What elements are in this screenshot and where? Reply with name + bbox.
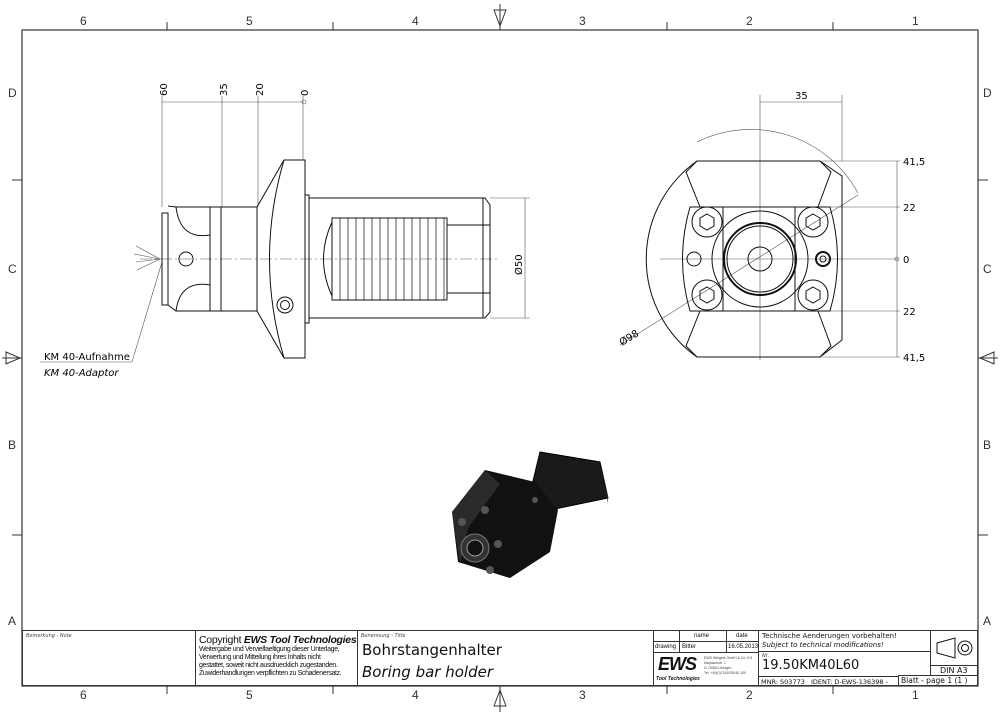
grid-col-4-bottom: 4 xyxy=(412,688,419,702)
copyright-line: Weitergabe und Vervielfaeltigung dieser … xyxy=(199,646,340,653)
ident: IDENT: D-EWS-136398 - xyxy=(811,678,888,686)
note-label: Bemerkung - Note xyxy=(26,633,72,639)
dim-22-bottom: 22 xyxy=(903,307,916,318)
notice-english: Subject to technical modifications! xyxy=(762,641,884,649)
grid-row-b: B xyxy=(8,438,17,452)
grid-col-5-bottom: 5 xyxy=(246,688,253,702)
dim-35: 35 xyxy=(219,83,230,96)
copyright-line: Zuwiderhandlungen verpflichten zu Schade… xyxy=(199,670,342,677)
nr-label: Nr. xyxy=(762,653,769,659)
grid-col-3: 3 xyxy=(579,14,586,28)
grid-col-4: 4 xyxy=(412,14,419,28)
dim-35-width: 35 xyxy=(795,91,808,102)
dim-22-top: 22 xyxy=(903,203,916,214)
drawn-date: 16.05.2013 xyxy=(728,644,759,650)
dim-41-5-bottom: 41,5 xyxy=(903,353,925,364)
note-cell: Bemerkung - Note xyxy=(22,630,196,686)
sheet-cell: Blatt - page 1 (1 ) xyxy=(898,675,978,686)
grid-col-6-bottom: 6 xyxy=(80,688,87,702)
dim-20: 20 xyxy=(255,83,266,96)
row-label-drawing: drawing xyxy=(655,644,677,650)
drawn-table: name date drawing Bitter 16.05.2013 EWS … xyxy=(653,630,759,686)
header-name: name xyxy=(694,633,710,639)
mnr: MNR: S03773 xyxy=(761,678,805,686)
part-number: 19.50KM40L60 xyxy=(762,658,860,673)
sheet-label: Blatt - page 1 (1 ) xyxy=(901,676,968,685)
grid-row-d: D xyxy=(8,86,17,100)
isometric-view xyxy=(452,451,609,578)
grid-col-5: 5 xyxy=(246,14,253,28)
grid-row-d-right: D xyxy=(983,86,992,100)
grid-col-6: 6 xyxy=(80,14,87,28)
grid-row-a-right: A xyxy=(983,614,992,628)
dim-60: 60 xyxy=(159,83,170,96)
grid-row-b-right: B xyxy=(983,438,992,452)
ews-logo: EWS xyxy=(658,654,697,674)
copyright-line: gestattet, soweit nicht ausdruecklich zu… xyxy=(199,662,338,669)
grid-col-3-bottom: 3 xyxy=(579,688,586,702)
callout-km40-en: KM 40-Adaptor xyxy=(44,368,119,379)
title-label: Benennung - Title xyxy=(361,633,406,639)
copyright-cell: Copyright EWS Tool Technologies Weiterga… xyxy=(195,630,358,686)
header-date: date xyxy=(736,633,748,639)
dim-41-5-top: 41,5 xyxy=(903,157,925,168)
title-german: Bohrstangenhalter xyxy=(362,641,502,659)
projection-cell: DIN A3 xyxy=(930,630,978,676)
grid-col-2-bottom: 2 xyxy=(746,688,753,702)
drawn-by: Bitter xyxy=(682,644,697,650)
copyright-title: Copyright EWS Tool Technologies xyxy=(199,634,357,646)
side-view: 60 35 20 0 Ø50 KM 40-Aufnahme KM 40-Adap… xyxy=(40,83,530,379)
projection-symbol-icon xyxy=(936,637,973,659)
callout-km40-de: KM 40-Aufnahme xyxy=(44,352,130,363)
dim-0: 0 xyxy=(300,90,311,96)
dim-diameter-98: Ø98 xyxy=(617,327,641,348)
grid-row-c-right: C xyxy=(983,262,992,276)
dim-0-center: 0 xyxy=(903,255,909,266)
grid-col-2: 2 xyxy=(746,14,753,28)
grid-col-1-bottom: 1 xyxy=(912,688,919,702)
dim-diameter-50: Ø50 xyxy=(513,254,525,275)
grid-col-1: 1 xyxy=(912,14,919,28)
title-cell: Benennung - Title Bohrstangenhalter Bori… xyxy=(357,630,654,686)
grid-row-a: A xyxy=(8,614,17,628)
grid-row-c: C xyxy=(8,262,17,276)
centering-marks xyxy=(2,4,998,712)
notice-german: Technische Aenderungen vorbehalten! xyxy=(762,632,897,640)
front-view: 35 41,5 22 0 22 41,5 Ø98 xyxy=(617,91,925,364)
title-english: Boring bar holder xyxy=(362,663,494,681)
ews-logo-sub: Tool Technologies xyxy=(656,676,700,682)
paper-format: DIN A3 xyxy=(940,666,968,675)
part-info-cell: Technische Aenderungen vorbehalten! Subj… xyxy=(758,630,931,686)
copyright-line: Verwertung und Mitteilung ihres Inhalts … xyxy=(199,654,321,661)
